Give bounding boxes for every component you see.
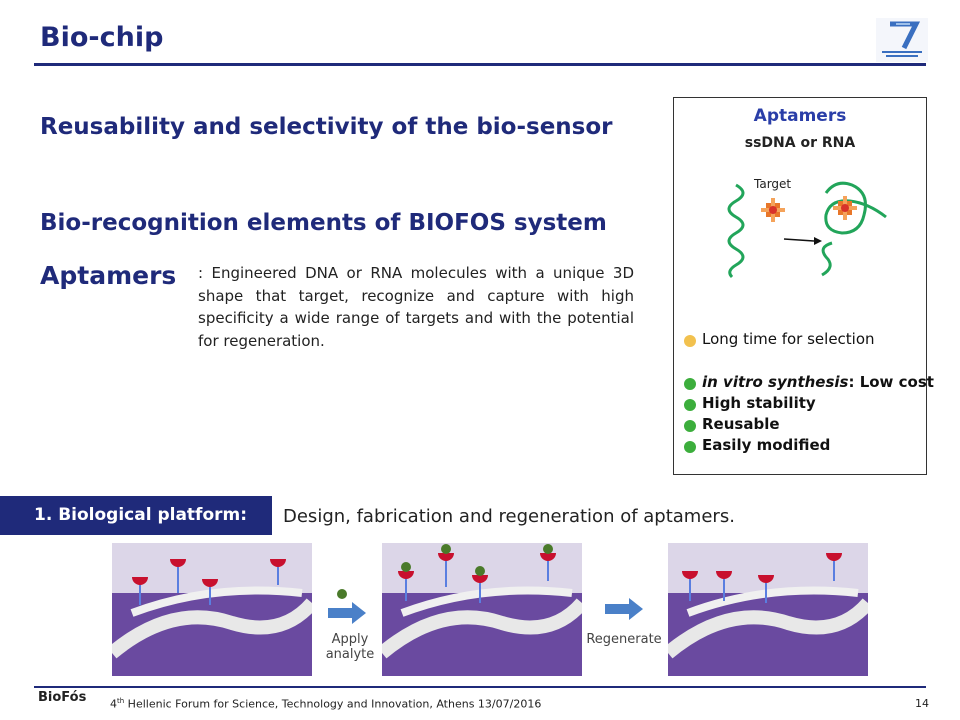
panel-title: Aptamers (753, 106, 847, 126)
aptamers-description: : Engineered DNA or RNA molecules with a… (198, 264, 634, 350)
biochip-before-image (112, 543, 312, 676)
target-label: Target (754, 177, 792, 191)
page-number: 14 (915, 697, 929, 710)
sad-face-icon (684, 335, 696, 347)
panel-subtitle: ssDNA or RNA (744, 135, 856, 151)
pro-in-vitro: in vitro synthesis: Low cost (702, 373, 934, 391)
slide-title: Bio-chip (40, 22, 164, 53)
platform-description: Design, fabrication and regeneration of … (283, 506, 735, 527)
arrow-icon (783, 237, 822, 245)
happy-face-icon (684, 399, 696, 411)
fp7-logo (876, 18, 928, 62)
heading-bio-recognition: Bio-recognition elements of BIOFOS syste… (40, 210, 607, 236)
happy-face-icon (684, 420, 696, 432)
biofos-logo: BioFós (38, 690, 87, 705)
aptamer-binding-diagram (727, 181, 887, 279)
biochip-analyte-image (382, 543, 582, 676)
title-divider (34, 63, 926, 66)
heading-reusability: Reusability and selectivity of the bio-s… (40, 114, 613, 140)
happy-face-icon (684, 378, 696, 390)
bound-target-icon (833, 196, 857, 220)
pro-easily-modified: Easily modified (702, 436, 831, 454)
folded-strand (821, 181, 887, 277)
regenerate-arrow (605, 598, 643, 620)
aptamers-label: Aptamers (40, 261, 177, 290)
aptamers-panel: Aptamers ssDNA or RNA Target Long time f… (673, 97, 934, 475)
footer-forum-text: 4th Hellenic Forum for Science, Technolo… (110, 697, 542, 711)
con-long-selection: Long time for selection (702, 330, 875, 348)
target-icon (761, 198, 785, 222)
platform-label-box (0, 496, 272, 535)
pro-high-stability: High stability (702, 394, 816, 412)
pro-reusable: Reusable (702, 415, 780, 433)
happy-face-icon (684, 441, 696, 453)
unfolded-strand (727, 183, 745, 279)
footer-divider (34, 686, 926, 688)
platform-label: 1. Biological platform: (34, 505, 248, 525)
analyte-arrow (328, 589, 366, 624)
biochip-regenerated-image (668, 543, 868, 676)
regenerate-label: Regenerate (586, 632, 662, 647)
